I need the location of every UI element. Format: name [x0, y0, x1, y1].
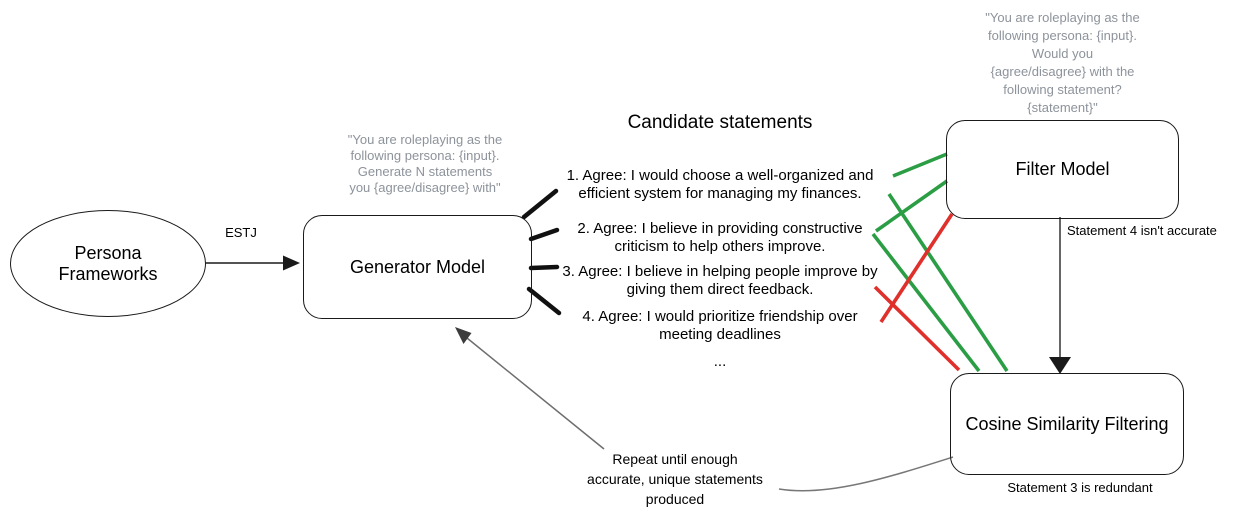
- persona-frameworks-node: Persona Frameworks: [10, 210, 206, 317]
- candidate-statement-3: 3. Agree: I believe in helping people im…: [562, 263, 878, 298]
- generator-tick-3: [528, 264, 560, 271]
- generator-model-node: Generator Model: [303, 215, 532, 319]
- candidate-statements-ellipsis: ...: [713, 353, 727, 370]
- statement3-to-cosine-reject-line: [873, 285, 961, 372]
- candidate-statement-4: 4. Agree: I would prioritize friendship …: [582, 308, 858, 343]
- cosine-to-repeat-curve: [778, 456, 954, 492]
- candidate-statement-2: 2. Agree: I believe in providing constru…: [577, 220, 863, 255]
- statement1-to-filter-accept-line: [892, 152, 948, 178]
- statement1-to-cosine-accept-line: [887, 193, 1009, 372]
- filter-model-label: Filter Model: [1015, 159, 1110, 179]
- repeat-arrowhead-icon: [455, 327, 472, 344]
- candidate-statement-1: 1. Agree: I would choose a well-organize…: [566, 167, 874, 202]
- filter-to-cosine-arrowhead-icon: [1049, 357, 1071, 374]
- repeat-loop-note: Repeat until enough accurate, unique sta…: [587, 451, 763, 507]
- candidate-statements-title: Candidate statements: [627, 112, 813, 133]
- filter-model-node: Filter Model: [946, 120, 1179, 219]
- generator-tick-1: [521, 188, 559, 220]
- cosine-similarity-label: Cosine Similarity Filtering: [965, 413, 1169, 434]
- repeat-to-generator-arrow-line: [466, 337, 605, 450]
- filter-prompt-text: "You are roleplaying as the following pe…: [985, 10, 1140, 115]
- estj-edge-label: ESTJ: [225, 225, 257, 240]
- generator-tick-2: [528, 227, 560, 242]
- cosine-similarity-node: Cosine Similarity Filtering: [950, 373, 1184, 475]
- generator-model-label: Generator Model: [349, 256, 486, 277]
- cosine-note-label: Statement 3 is redundant: [1007, 480, 1153, 495]
- generator-prompt-text: "You are roleplaying as the following pe…: [347, 132, 503, 195]
- statement2-to-cosine-accept-line: [871, 232, 981, 373]
- estj-arrowhead-icon: [283, 255, 300, 271]
- statement2-to-filter-accept-line: [874, 179, 949, 233]
- generator-tick-4: [526, 286, 562, 316]
- filter-note-label: Statement 4 isn't accurate: [1067, 223, 1217, 238]
- persona-frameworks-label: Persona Frameworks: [58, 242, 158, 284]
